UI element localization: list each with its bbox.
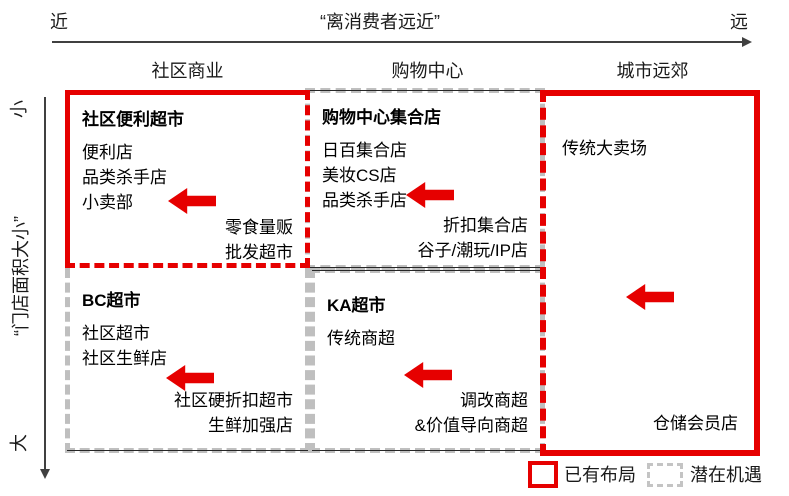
cell-item: 调改商超 — [460, 391, 528, 410]
cell-item: 仓储会员店 — [653, 414, 738, 433]
cell-item: 传统大卖场 — [562, 139, 647, 158]
cell-bottom-items: 折扣集合店 谷子/潮玩/IP店 — [322, 213, 528, 263]
cell-item: 谷子/潮玩/IP店 — [417, 241, 528, 260]
x-axis-far-label: 远 — [730, 12, 748, 32]
x-axis-near-label: 近 — [50, 12, 68, 32]
column-header-suburb: 城市远郊 — [616, 61, 689, 81]
column-header-mall: 购物中心 — [391, 61, 464, 81]
cell-title: BC超市 — [82, 291, 141, 310]
cell-bottom-items: 社区硬折扣超市 生鲜加强店 — [82, 388, 293, 438]
cell-item: 品类杀手店 — [82, 168, 167, 187]
cell-item: 传统商超 — [327, 329, 395, 348]
legend-potential-label: 潜在机遇 — [690, 465, 762, 485]
cell-item: 批发超市 — [225, 243, 293, 262]
cell-bottom-items: 仓储会员店 — [562, 411, 738, 436]
x-axis-title: “离消费者远近” — [320, 12, 440, 32]
cell-title: KA超市 — [327, 296, 386, 315]
cell-item: 社区超市 — [82, 324, 150, 343]
cell-item: 品类杀手店 — [322, 191, 407, 210]
cell-community-convenience-supermarket: 社区便利超市 便利店 品类杀手店 小卖部 零食量贩 批发超市 — [65, 90, 310, 268]
legend-existing-swatch — [528, 461, 558, 488]
column-header-community: 社区商业 — [151, 61, 224, 81]
y-axis-arrowhead-icon — [40, 469, 50, 479]
cell-bc-supermarket: BC超市 社区超市 社区生鲜店 社区硬折扣超市 生鲜加强店 — [65, 268, 310, 453]
cell-bottom-items: 调改商超 &价值导向商超 — [327, 388, 528, 438]
cell-suburb-hypermarket: 传统大卖场 仓储会员店 — [540, 90, 760, 456]
legend-potential-swatch — [647, 463, 683, 487]
cell-item: 美妆CS店 — [322, 166, 397, 185]
cell-item: 社区生鲜店 — [82, 349, 167, 368]
y-axis-title: “门店面积大小” — [11, 216, 31, 336]
cell-mall-collection-store: 购物中心集合店 日百集合店 美妆CS店 品类杀手店 折扣集合店 谷子/潮玩/IP… — [305, 88, 545, 270]
cell-ka-supermarket: KA超市 传统商超 调改商超 &价值导向商超 — [310, 268, 545, 453]
cell-bottom-items: 零食量贩 批发超市 — [82, 215, 293, 265]
cell-item: 日百集合店 — [322, 141, 407, 160]
cell-item: 零食量贩 — [225, 218, 293, 237]
cell-item: 生鲜加强店 — [208, 416, 293, 435]
cell-title: 购物中心集合店 — [322, 108, 441, 127]
cell-item: 社区硬折扣超市 — [174, 391, 293, 410]
legend-existing-label: 已有布局 — [564, 465, 636, 485]
x-axis-line — [52, 41, 742, 43]
y-axis-small-label: 小 — [9, 100, 29, 118]
cell-title: 社区便利超市 — [82, 110, 184, 129]
cell-item: 小卖部 — [82, 193, 133, 212]
cell-item: &价值导向商超 — [414, 416, 528, 435]
cell-item: 便利店 — [82, 143, 133, 162]
x-axis-arrowhead-icon — [742, 37, 752, 47]
y-axis-line — [44, 97, 46, 469]
cell-item: 折扣集合店 — [443, 216, 528, 235]
y-axis-large-label: 大 — [9, 434, 29, 452]
